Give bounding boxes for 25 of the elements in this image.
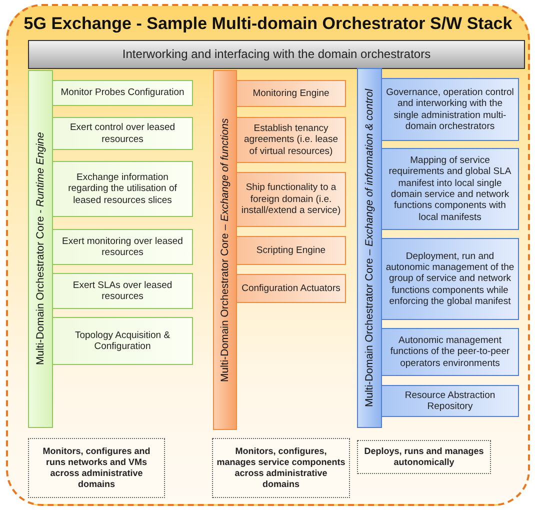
function-box: Autonomic management functions of the peer-to-peer operators environments [381, 328, 519, 376]
function-box: Mapping of service requirements and global SLA manifest into local single domain service and network functions components with local manifests [381, 148, 519, 230]
diagram-title: 5G Exchange - Sample Multi-domain Orchestrator S/W Stack [22, 14, 514, 34]
function-box: Exchange information regarding the utilisation of leased resources slices [52, 161, 193, 217]
function-box: Exert control over leased resources [52, 117, 193, 150]
function-box: Topology Acquisition & Configuration [52, 317, 193, 365]
note-box: Deploys, runs and manages autonomically [357, 440, 491, 474]
function-box: Resource Abstraction Repository [381, 385, 519, 417]
core-column-strip: Multi-Domain Orchestrator Core – Exchange of information & control [357, 68, 382, 428]
core-column-strip: Multi-Domain Orchestrator Core - Runtime Engine [28, 70, 53, 428]
function-box: Deployment, run and autonomic management of the group of service and network functions components while enforcing the global manifest [381, 238, 519, 320]
stack-panel [6, 4, 530, 506]
function-box: Monitor Probes Configuration [52, 80, 193, 106]
function-box: Exert monitoring over leased resources [52, 229, 193, 265]
note-box: Monitors, configures and runs networks and VMs across administrative domains [28, 438, 165, 498]
function-box: Scripting Engine [236, 236, 346, 265]
function-box: Configuration Actuators [236, 274, 346, 303]
note-box: Monitors, configures, manages service components across administrative domains [212, 438, 350, 498]
function-box: Ship functionality to a foreign domain (i.e. install/extend a service) [236, 172, 346, 227]
function-box: Monitoring Engine [236, 80, 346, 107]
core-column-strip: Multi-Domain Orchestrator Core – Exchange of functions [213, 70, 237, 430]
interface-bar: Interworking and interfacing with the domain orchestrators [28, 40, 525, 69]
function-box: Governance, operation control and interworking with the single administration multi-domain orchestrators [381, 78, 519, 141]
function-box: Exert SLAs over leased resources [52, 273, 193, 309]
function-box: Establish tenancy agreements (i.e. lease of virtual resources) [236, 117, 346, 163]
